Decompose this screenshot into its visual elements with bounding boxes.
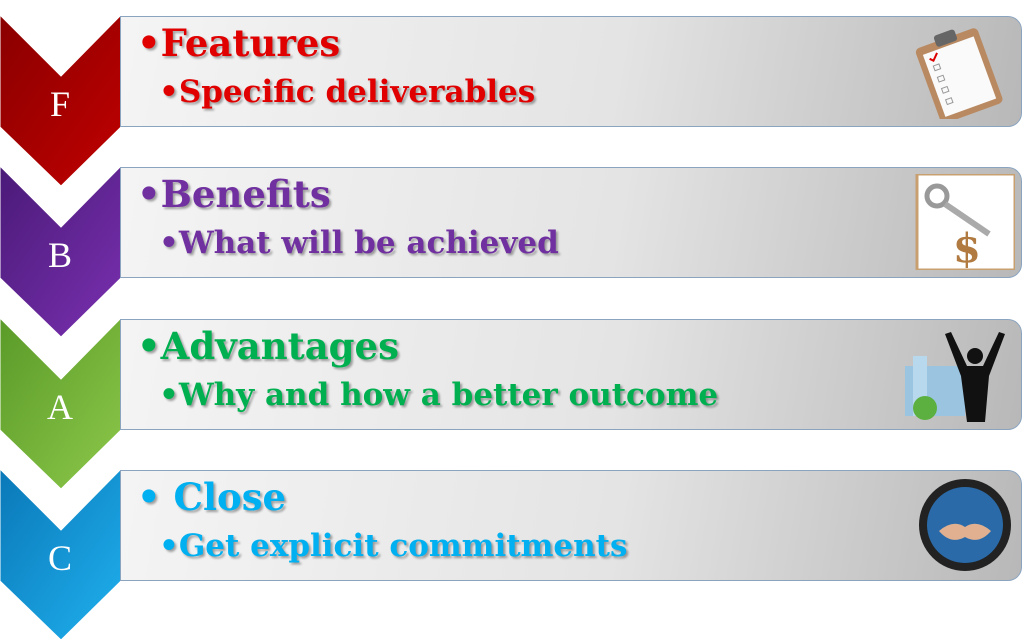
row-subtitle: •Why and how a better outcome (159, 377, 719, 413)
row-title: • Close (137, 475, 287, 519)
chevron-shape (0, 318, 122, 490)
row-subtitle: •What will be achieved (159, 225, 559, 261)
chevron-letter: C (47, 538, 72, 578)
content-box: •Advantages •Why and how a better outcom… (120, 319, 1022, 430)
clipboard-icon (915, 28, 1003, 119)
content-box: •Features •Specific deliverables (120, 16, 1022, 127)
row-f: F •Features •Specific deliverables (0, 15, 1024, 187)
chevron-letter: F (49, 84, 71, 124)
success-silhouette-icon (905, 332, 1005, 422)
row-title: •Advantages (137, 324, 399, 368)
content-box: •Benefits •What will be achieved $ (120, 167, 1022, 278)
chevron-letter: A (47, 387, 73, 427)
row-title: •Features (137, 21, 341, 65)
row-a: A •Advantages •Why and how a better outc… (0, 318, 1024, 490)
key-dollar-icon: $ (915, 174, 1015, 270)
chevron-shape (0, 15, 122, 187)
row-subtitle: •Specific deliverables (159, 74, 536, 110)
content-box: • Close •Get explicit commitments (120, 470, 1022, 581)
row-title: •Benefits (137, 172, 331, 216)
row-subtitle: •Get explicit commitments (159, 528, 628, 564)
chevron-shape (0, 469, 122, 641)
svg-text:$: $ (953, 225, 981, 270)
row-c: C • Close •Get explicit commitments (0, 469, 1024, 641)
chevron-letter: B (47, 235, 72, 275)
row-b: B •Benefits •What will be achieved $ (0, 166, 1024, 338)
handshake-icon (919, 479, 1011, 571)
chevron-shape (0, 166, 122, 338)
